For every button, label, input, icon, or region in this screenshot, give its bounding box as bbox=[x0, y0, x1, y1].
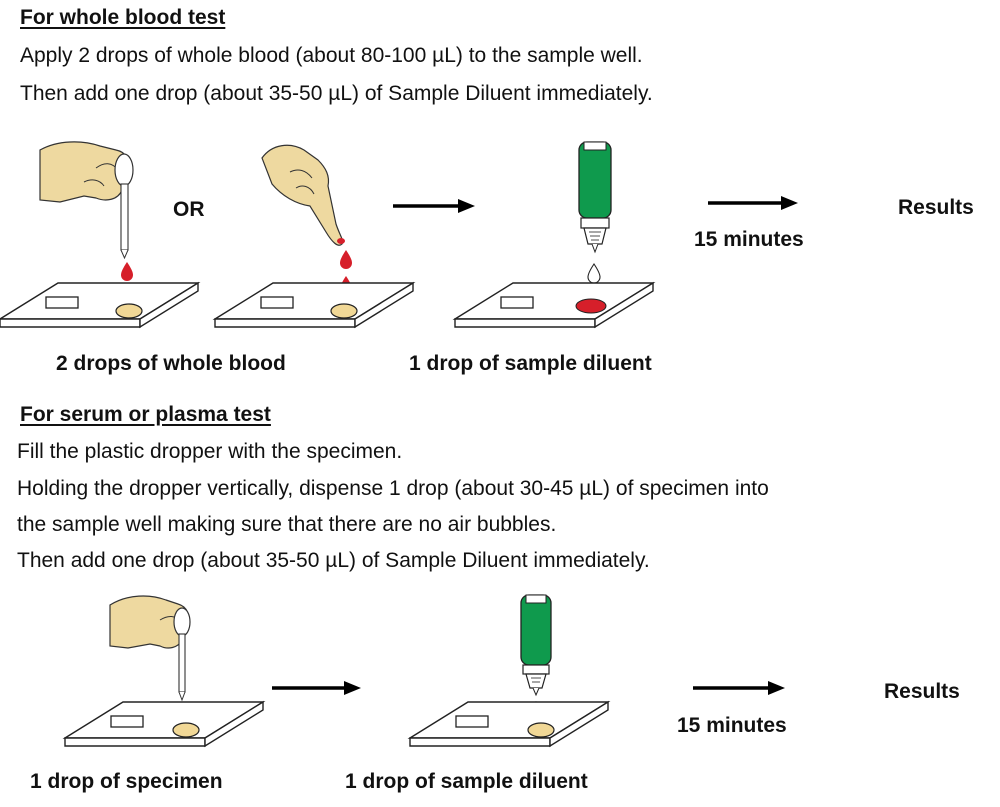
serum-instruction-1: Fill the plastic dropper with the specim… bbox=[17, 440, 403, 463]
finger-prick-hand-illustration bbox=[261, 144, 345, 246]
hand-with-dropper-illustration-2 bbox=[109, 595, 191, 722]
serum-instruction-4: Then add one drop (about 35-50 µL) of Sa… bbox=[17, 549, 650, 572]
serum-instruction-3: the sample well making sure that there a… bbox=[17, 513, 557, 536]
time-label-1: 15 minutes bbox=[694, 228, 804, 251]
caption-whole-blood: 2 drops of whole blood bbox=[56, 352, 286, 375]
arrow-icon bbox=[708, 196, 798, 210]
test-strip-3 bbox=[454, 282, 654, 328]
test-strip-5 bbox=[409, 701, 609, 747]
arrow-icon bbox=[693, 681, 785, 695]
diluent-bottle-illustration bbox=[578, 141, 612, 254]
diluent-drop-1 bbox=[587, 263, 601, 284]
test-strip-2 bbox=[214, 282, 414, 328]
serum-plasma-heading: For serum or plasma test bbox=[20, 403, 271, 426]
caption-diluent-2: 1 drop of sample diluent bbox=[345, 770, 588, 793]
time-label-2: 15 minutes bbox=[677, 714, 787, 737]
caption-diluent-1: 1 drop of sample diluent bbox=[409, 352, 652, 375]
results-label-1: Results bbox=[898, 196, 974, 219]
results-label-2: Results bbox=[884, 680, 960, 703]
arrow-icon bbox=[272, 681, 361, 695]
hand-with-dropper-illustration bbox=[39, 141, 134, 260]
test-strip-4 bbox=[64, 701, 264, 747]
whole-blood-instruction-2: Then add one drop (about 35-50 µL) of Sa… bbox=[20, 82, 653, 105]
whole-blood-instruction-1: Apply 2 drops of whole blood (about 80-1… bbox=[20, 44, 643, 67]
diluent-bottle-illustration-2 bbox=[520, 594, 552, 719]
test-strip-1 bbox=[0, 282, 199, 328]
arrow-icon bbox=[393, 199, 475, 213]
or-label: OR bbox=[173, 198, 205, 221]
caption-specimen: 1 drop of specimen bbox=[30, 770, 223, 793]
serum-instruction-2: Holding the dropper vertically, dispense… bbox=[17, 477, 769, 500]
whole-blood-heading: For whole blood test bbox=[20, 6, 226, 29]
